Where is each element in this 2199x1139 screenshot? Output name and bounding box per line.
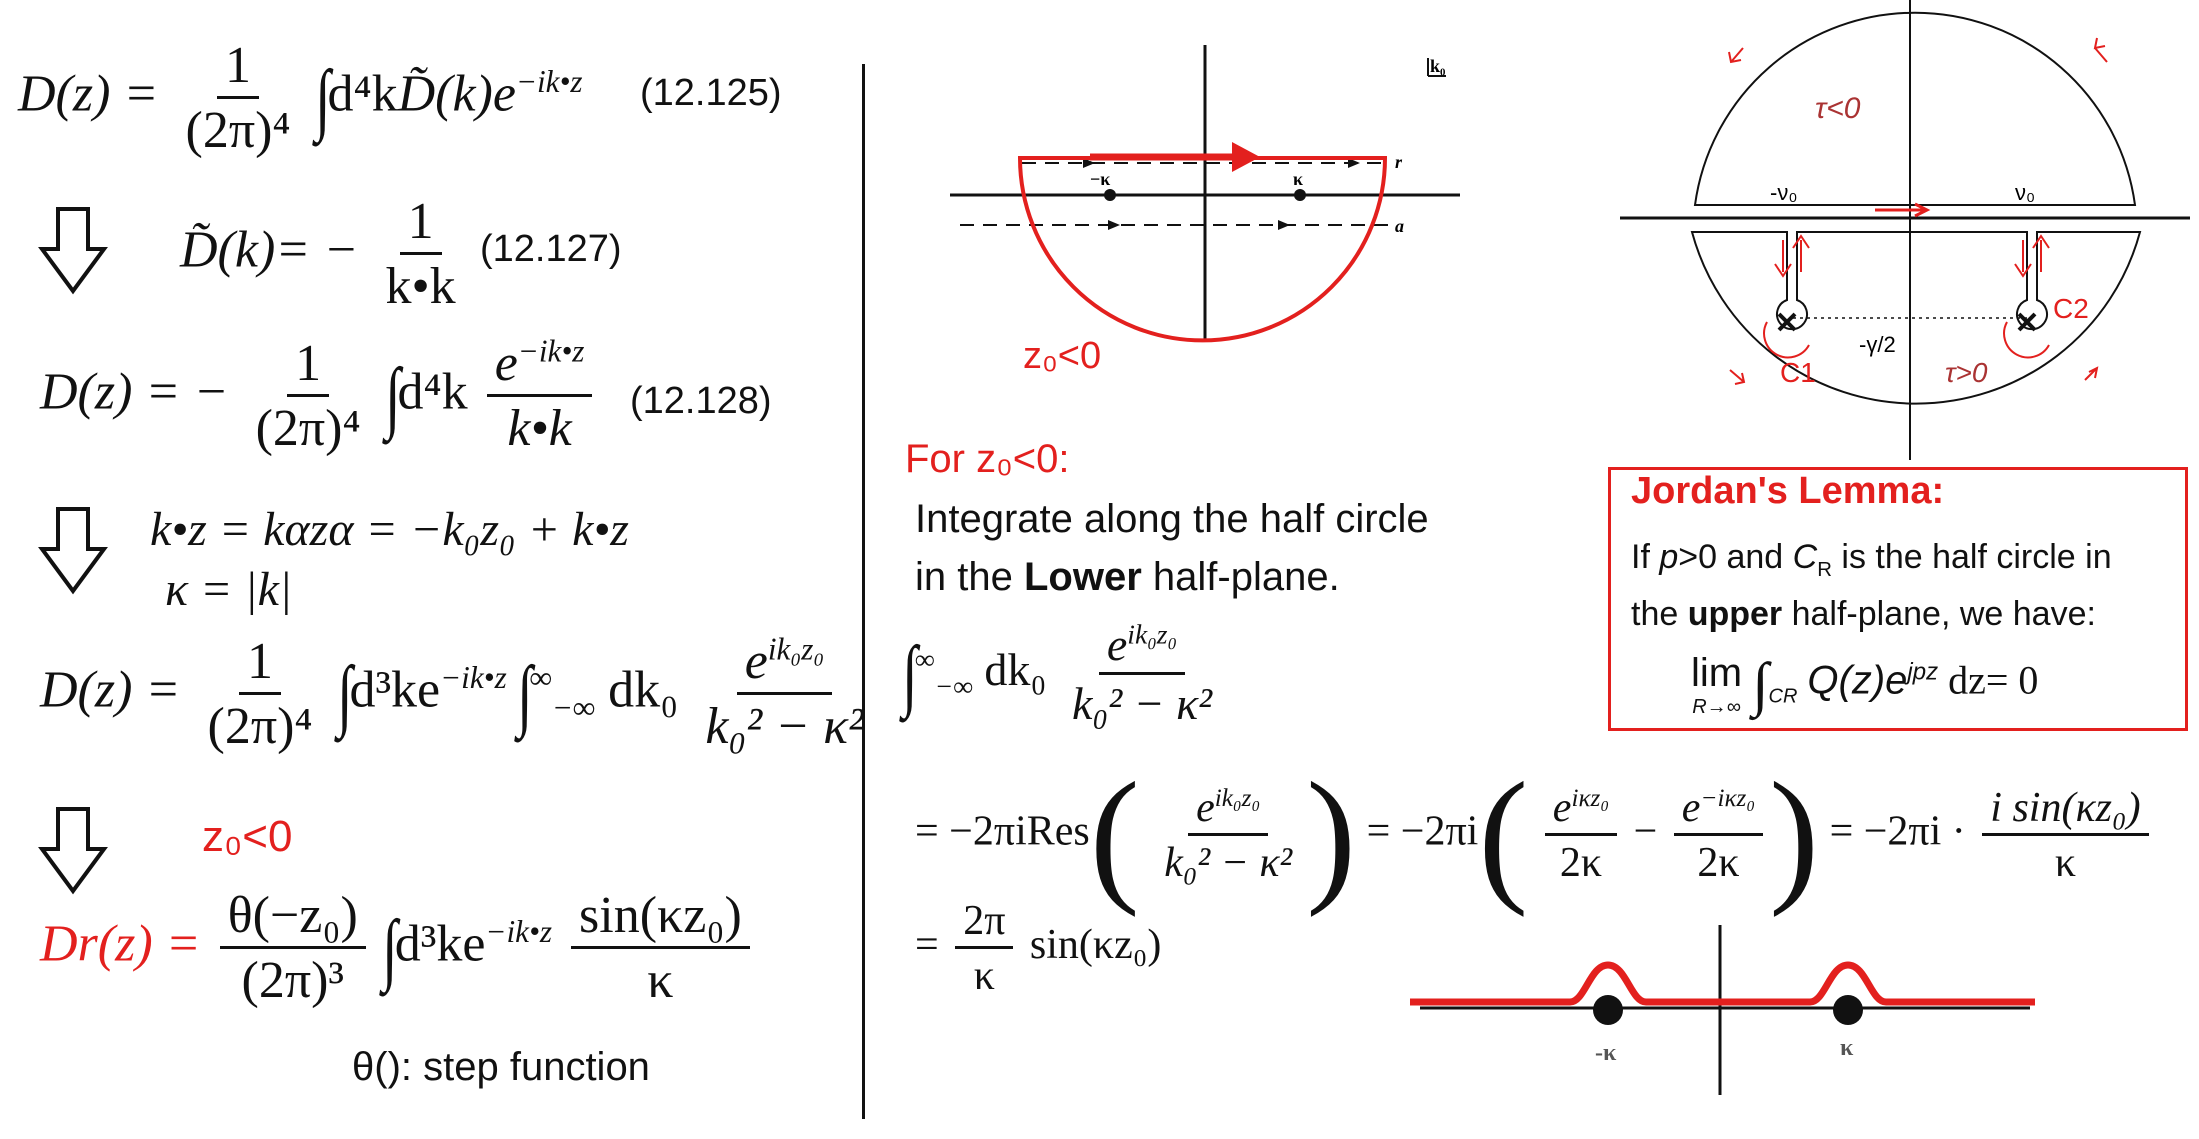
equation-number: (12.125) [640, 72, 782, 114]
neg-kappa-pole-label: −κ [1090, 169, 1110, 189]
tau-negative-label: τ<0 [1815, 92, 1861, 125]
equation-12-125: D(z) = 1(2π)⁴ ∫d⁴kD̃(k)e−ik•z [18, 37, 583, 159]
k0-axis-label: k₀ [1430, 56, 1445, 76]
neg-kappa-label: -κ [1595, 1040, 1617, 1066]
c1-label: C1 [1780, 357, 1816, 388]
down-arrow-icon [38, 207, 108, 295]
jordans-lemma-formula: lim R→∞ ∫CR Q(z)ejpz dz= 0 [1691, 650, 2039, 718]
neg-nu0-label: -ν₀ [1770, 180, 1797, 205]
jordans-lemma-line-1: If p>0 and CR is the half circle in [1631, 538, 2112, 581]
indented-contour-diagram: -κ κ [1410, 925, 2035, 1095]
dot-product-definition: k•z = kαzα = −k₀z₀ + k•z [150, 503, 629, 556]
kappa-label: κ [1840, 1035, 1854, 1061]
c2-label: C2 [2053, 293, 2089, 324]
for-z0-label: For z₀<0: [905, 437, 1070, 481]
equation-three-dim: D(z) = 1(2π)⁴ ∫d³ke−ik•z ∫∞−∞ dk₀ eik₀z₀… [40, 631, 864, 755]
down-arrow-icon [38, 507, 108, 595]
nu0-label: ν₀ [2015, 180, 2035, 205]
z0-negative-label: z₀<0 [202, 812, 293, 861]
retarded-propagator-equation: Dr(z) = θ(−z₀)(2π)³ ∫d³ke−ik•z sin(κz₀)κ [40, 890, 756, 1007]
contour-diagram-lower: k₀ r a −κ κ z₀<0 [950, 45, 1460, 377]
jordans-lemma-line-2: the upper half-plane, we have: [1631, 595, 2096, 633]
instruction-line-2: in the Lower half-plane. [915, 555, 1340, 599]
step-function-note: θ(): step function [352, 1045, 650, 1089]
branch-cut-contour-diagram: τ<0 τ>0 -ν₀ ν₀ C1 C2 -γ/2 [1620, 0, 2190, 460]
r-line-label: r [1395, 152, 1403, 172]
equation-number: (12.128) [630, 380, 772, 422]
kappa-pole-label: κ [1293, 169, 1303, 189]
z0-contour-label: z₀<0 [1023, 335, 1101, 377]
jordans-lemma-box: Jordan's Lemma: If p>0 and CR is the hal… [1608, 467, 2188, 731]
kappa-definition: κ = |k| [165, 563, 293, 616]
column-divider [862, 64, 865, 1119]
equation-number: (12.127) [480, 228, 622, 270]
jordans-lemma-title: Jordan's Lemma: [1631, 470, 1945, 512]
a-line-label: a [1395, 216, 1404, 236]
gamma-label: -γ/2 [1859, 332, 1896, 357]
instruction-line-1: Integrate along the half circle [915, 497, 1429, 541]
tau-positive-label: τ>0 [1945, 357, 1988, 388]
down-arrow-icon [38, 807, 108, 895]
